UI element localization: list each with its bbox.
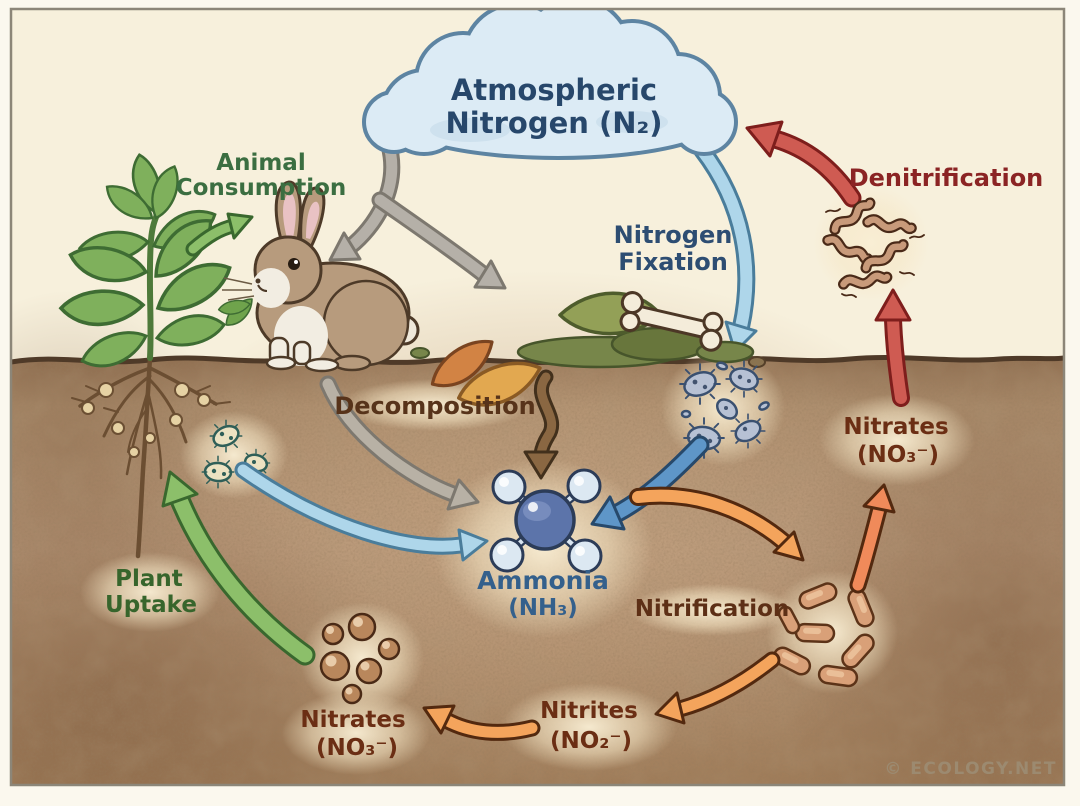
label-nitrites-1: Nitrites bbox=[540, 698, 638, 724]
arrow-nitrites-to-nitrates bbox=[422, 704, 541, 741]
label-plant-uptake-2: Uptake bbox=[105, 592, 197, 618]
arrow-animal-to-ammonia bbox=[319, 375, 480, 511]
label-decomposition: Decomposition bbox=[334, 392, 535, 420]
arrow-cloud-to-litter bbox=[371, 191, 507, 290]
rabbit bbox=[217, 180, 420, 373]
label-denitrification: Denitrification bbox=[849, 164, 1044, 192]
root-nodules bbox=[81, 382, 211, 458]
arrow-bacteria-to-nitrates-right bbox=[849, 483, 896, 594]
plant bbox=[57, 153, 239, 370]
atmospheric-nitrogen-cloud: Atmospheric Nitrogen (N₂) bbox=[362, 9, 738, 160]
ammonia-molecule bbox=[489, 468, 603, 574]
nitrifying-bacteria bbox=[772, 582, 875, 688]
label-nitrates-bottom-1: Nitrates bbox=[300, 707, 405, 733]
cloud-label-line2: Nitrogen (N₂) bbox=[446, 106, 663, 140]
credit-text: © ECOLOGY.NET bbox=[884, 759, 1057, 779]
label-nitrates-right-2: (NO₃⁻) bbox=[857, 442, 939, 468]
label-animal-consumption-2: Consumption bbox=[176, 175, 347, 201]
label-nitrification: Nitrification bbox=[635, 596, 790, 622]
arrow-nitrates-to-denitrification bbox=[874, 288, 912, 407]
illustration-border bbox=[9, 7, 1066, 787]
label-plant-uptake-1: Plant bbox=[115, 566, 183, 592]
arrow-decomposition bbox=[523, 369, 560, 480]
arrow-nitrogen-fixation bbox=[693, 141, 758, 354]
plant-roots bbox=[71, 355, 231, 559]
arrow-rootbacteria-to-ammonia bbox=[234, 461, 489, 562]
arrow-plant-uptake bbox=[161, 470, 316, 666]
nitrogen-atom bbox=[514, 489, 576, 551]
arrow-denitrification-to-cloud bbox=[745, 120, 862, 208]
label-ammonia-2: (NH₃) bbox=[508, 595, 578, 621]
label-ammonia-1: Ammonia bbox=[477, 566, 609, 595]
label-nitrates-right-1: Nitrates bbox=[843, 414, 948, 440]
labels: Animal Consumption Nitrogen Fixation Den… bbox=[105, 150, 1057, 779]
arrow-animal-consumption bbox=[185, 212, 254, 257]
denitrifying-bacteria bbox=[826, 203, 925, 298]
cloud-label-line1: Atmospheric bbox=[451, 73, 657, 107]
leaf-litter-and-bone bbox=[410, 277, 766, 409]
label-nitrogen-fixation-1: Nitrogen bbox=[614, 221, 733, 249]
arrow-soilbacteria-to-ammonia bbox=[590, 435, 710, 531]
rabbit-eye bbox=[288, 258, 300, 270]
label-nitrogen-fixation-2: Fixation bbox=[618, 248, 728, 276]
arrow-bacteria-to-nitrites bbox=[654, 651, 781, 725]
bone bbox=[619, 291, 724, 352]
label-nitrates-bottom-2: (NO₃⁻) bbox=[316, 735, 398, 761]
arrow-ammonia-to-nitrification bbox=[629, 486, 805, 562]
label-animal-consumption-1: Animal bbox=[216, 150, 305, 176]
nitrate-granules bbox=[319, 612, 401, 705]
label-nitrites-2: (NO₂⁻) bbox=[550, 728, 632, 754]
